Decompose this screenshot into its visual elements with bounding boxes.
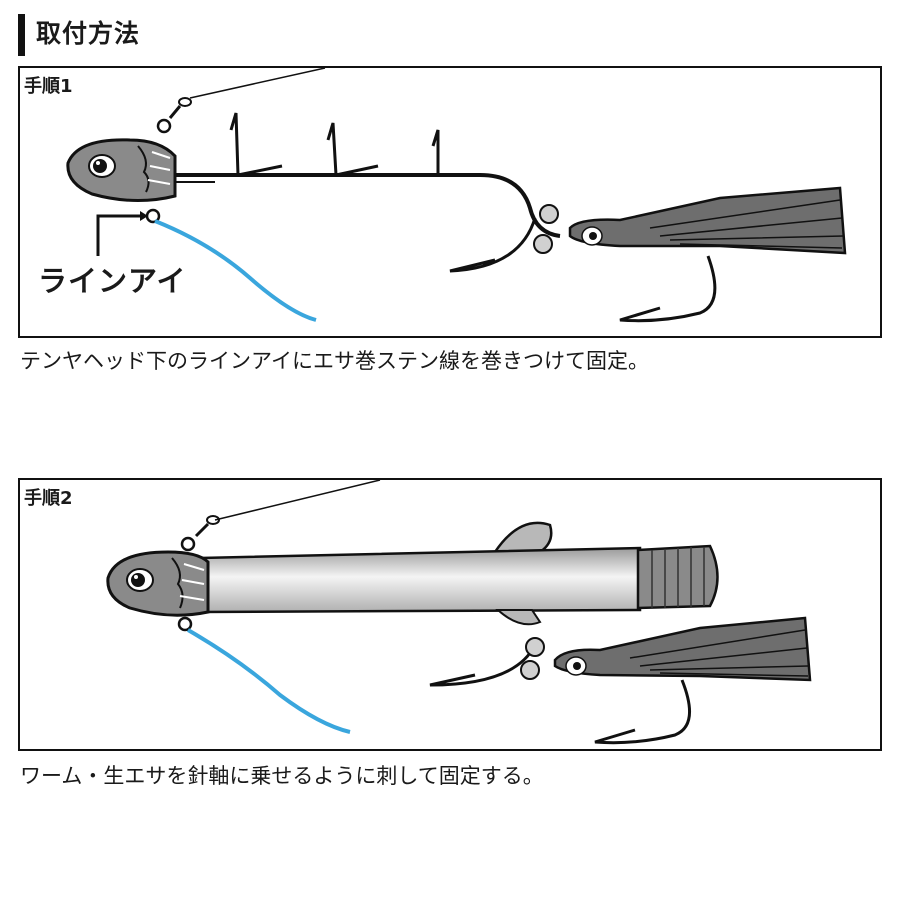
callout-arrow: [96, 214, 140, 256]
worm-dorsal-fin: [492, 521, 553, 554]
fishing-line: [189, 68, 326, 99]
bead-icon: [533, 234, 553, 254]
step1-illustration: [66, 68, 847, 323]
tenya-head-icon: [66, 138, 177, 202]
worm-tail-icon: [636, 544, 719, 610]
line-eye-callout: ラインアイ: [38, 264, 187, 298]
bead-icon: [525, 637, 545, 657]
lower-hook-left-icon: [429, 644, 537, 687]
swivel-icon: [180, 515, 220, 552]
bead-icon: [520, 660, 540, 680]
bead-icon: [539, 204, 559, 224]
tako-skirt-icon: [568, 186, 847, 255]
step2-label: 手順2: [24, 488, 73, 509]
trailing-hook-icon: [594, 679, 692, 745]
step1-caption: テンヤヘッド下のラインアイにエサ巻ステン線を巻きつけて固定。: [20, 349, 649, 373]
step2-caption: ワーム・生エサを針軸に乗せるように刺して固定する。: [20, 764, 544, 788]
lower-hook-left-icon: [449, 217, 537, 273]
swivel-icon: [156, 97, 192, 134]
bait-wire-blue: [154, 219, 317, 322]
page-title: 取付方法: [36, 19, 141, 48]
bait-spikes-icon: [229, 112, 440, 177]
tenya-head-icon: [106, 550, 210, 617]
worm-body-icon: [198, 546, 642, 614]
line-eye-ring-icon: [177, 616, 193, 632]
bait-wire-blue: [187, 628, 351, 734]
title-accent-bar: [18, 14, 25, 56]
step2-panel: 手順2: [18, 478, 882, 751]
hook-shank: [170, 173, 561, 238]
trailing-hook-icon: [619, 255, 717, 323]
step1-panel: 手順1 ラインアイ: [18, 66, 882, 338]
step2-illustration: [106, 480, 812, 745]
callout-arrowhead: [140, 211, 148, 221]
fishing-line: [214, 480, 381, 521]
tako-skirt-icon: [553, 616, 812, 682]
step1-label: 手順1: [24, 76, 73, 97]
worm-ventral-fin: [495, 609, 542, 626]
